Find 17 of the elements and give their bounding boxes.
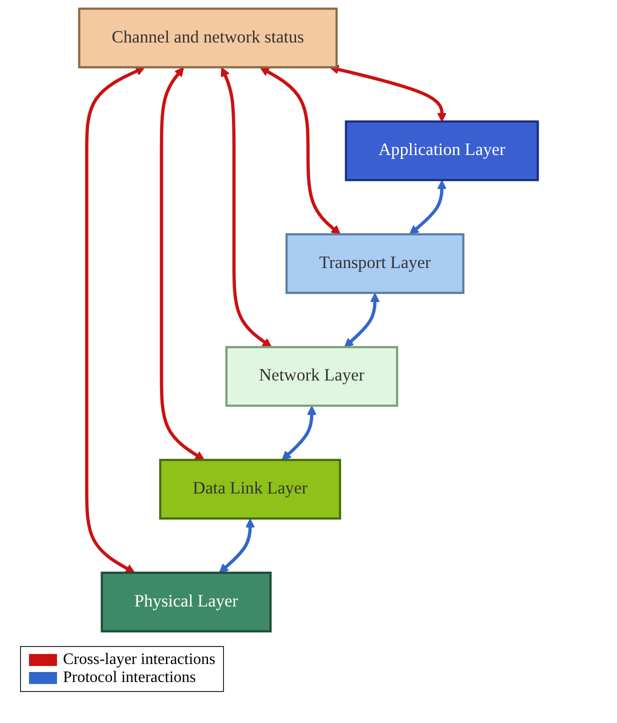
arrow (220, 67, 272, 348)
arrow (282, 406, 317, 460)
arrow (344, 292, 380, 348)
arrow (85, 66, 146, 574)
arrow (260, 67, 341, 235)
arrow (218, 518, 255, 574)
node-box: Channel and network status (78, 8, 338, 68)
node-box: Data Link Layer (159, 458, 342, 520)
node-box: Transport Layer (285, 233, 464, 294)
node-box: Application Layer (344, 120, 539, 182)
arrow (329, 64, 447, 122)
legend-label: Protocol interactions (63, 669, 196, 687)
arrow (409, 180, 447, 235)
legend-label: Cross-layer interactions (63, 651, 216, 669)
arrow (160, 67, 205, 460)
node-box: Physical Layer (100, 572, 272, 632)
node-box: Network Layer (225, 346, 398, 407)
